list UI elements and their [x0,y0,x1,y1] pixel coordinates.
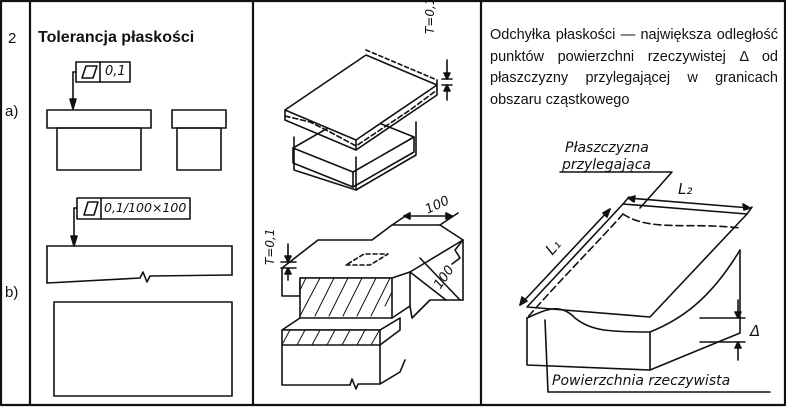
l2-label: L₂ [678,180,693,198]
frame-b [70,197,191,247]
flatness-figure [519,171,771,393]
frame-b-value: 0,1/100×100 [104,200,187,215]
delta-label: Δ [750,322,761,340]
row-number: 2 [8,30,17,47]
flatness-description: Odchyłka płaskości — największa odległoś… [490,27,778,108]
iso-block-top [284,49,453,191]
iso-bottom-tolerance-label: T=0,1 [263,228,277,265]
plane-label-line1: Płaszczyzna [565,140,649,156]
part-a-views [46,109,227,171]
iso-block-bottom [280,212,464,390]
section-title: Tolerancja płaskości [38,29,195,46]
part-b-top-view [53,301,233,397]
frame-a-value: 0,1 [105,64,126,79]
surface-label: Powierzchnia rzeczywista [552,373,731,389]
frame-a [69,61,131,110]
plane-label-line2: przylegająca [562,157,651,173]
part-b-label: b) [5,284,19,301]
iso-top-tolerance-label: T=0,1 [423,0,437,34]
part-a-label: a) [5,103,19,120]
part-b-side-view [46,245,233,284]
